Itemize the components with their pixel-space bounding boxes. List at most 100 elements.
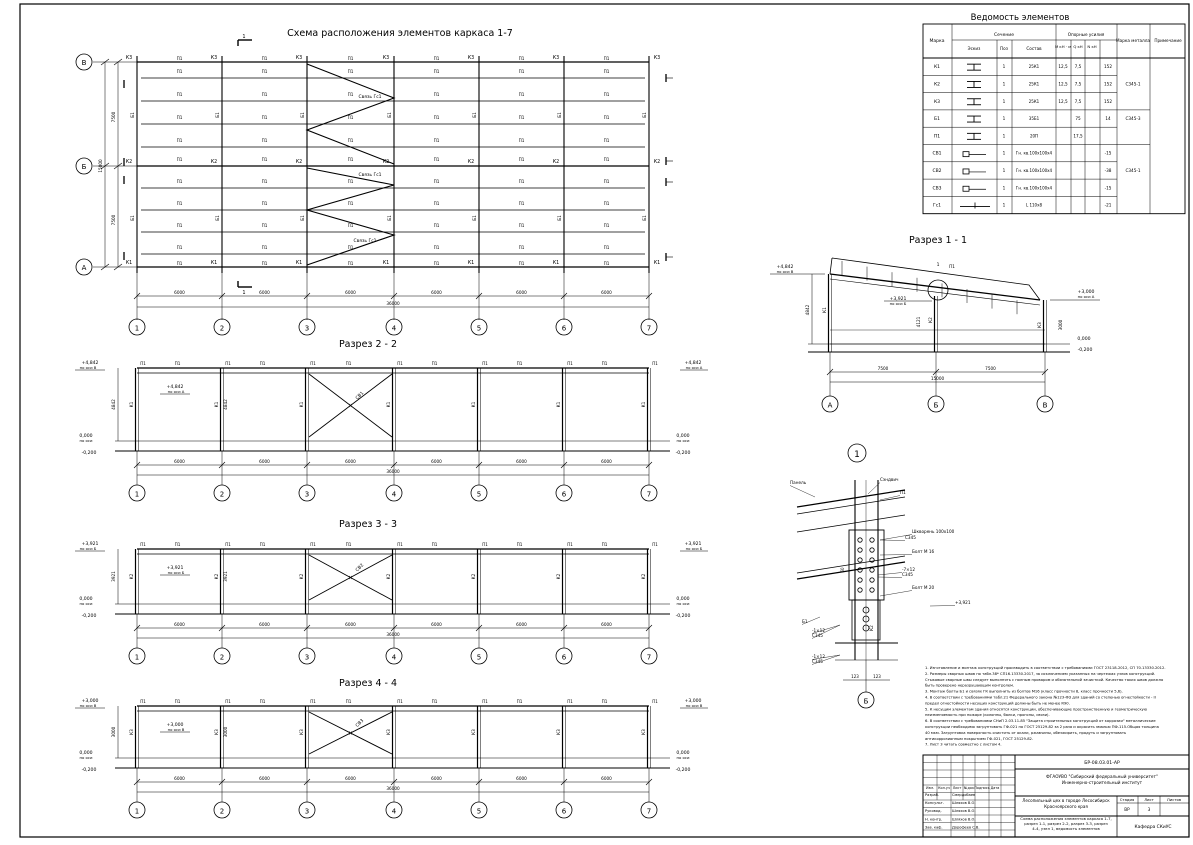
purlin-mark: П1 bbox=[140, 542, 146, 547]
axis-label: 3 bbox=[305, 808, 309, 816]
plan-purlin-mark: П1 bbox=[604, 261, 610, 266]
purlin-mark: П1 bbox=[397, 361, 403, 366]
plan-col-axis-bubble bbox=[213, 318, 231, 336]
stamp-sheet-title: Схема расположения элементов каркаса 1-7… bbox=[1020, 816, 1111, 821]
table-cell-mark: К3 bbox=[934, 99, 940, 105]
floor-elevation-left: -0,200 bbox=[82, 450, 97, 456]
axis-bubble bbox=[128, 647, 146, 665]
plan-column-mark: К3 bbox=[553, 55, 559, 61]
axis-label: 1 bbox=[135, 808, 139, 816]
table-header-forces: Опорные усилия bbox=[1068, 32, 1105, 37]
column-mark: К3 bbox=[641, 729, 646, 735]
column-mark: К1 bbox=[471, 401, 476, 407]
node-beam-top bbox=[796, 514, 906, 533]
table-cell-composition: 35Б1 bbox=[1029, 116, 1040, 121]
plan-row-axis-label: А bbox=[82, 264, 87, 272]
plan-column-mark: К3 bbox=[126, 55, 132, 61]
plan-purlin-mark: П1 bbox=[348, 245, 354, 250]
purlin-mark: П1 bbox=[140, 361, 146, 366]
plan-column-mark: К3 bbox=[383, 55, 389, 61]
span-dim: 6000 bbox=[601, 776, 612, 781]
axis-bubble bbox=[1036, 395, 1054, 413]
column-mark: К3 bbox=[129, 729, 134, 735]
section-3-3-title: Разрез 3 - 3 bbox=[339, 519, 397, 530]
stamp-col-header: Подпись bbox=[974, 786, 989, 790]
elevation-left-note: по оси В bbox=[777, 269, 794, 274]
elevation-right: +3,000 bbox=[684, 698, 701, 704]
node-bolt-large bbox=[862, 615, 870, 623]
table-cell-composition: 25К1 bbox=[1029, 99, 1040, 104]
plan-bracing-upper bbox=[305, 63, 396, 165]
brace-mark: СВ3 bbox=[354, 718, 365, 729]
elevation-mid-note: по оси В bbox=[168, 727, 185, 732]
table-cell-n: -15 bbox=[1105, 151, 1112, 156]
stamp-col-header: №док bbox=[964, 786, 974, 790]
stamp-code: БР-08.03.01-АР bbox=[1084, 760, 1120, 766]
node-dim: 123 bbox=[873, 674, 881, 679]
plan-beam-mark: Б1 bbox=[472, 215, 477, 221]
plan-total-dim: 36000 bbox=[386, 301, 400, 306]
node-callout-text: Шкворень 100х100 bbox=[912, 529, 955, 534]
plan-purlin-mark: П1 bbox=[177, 138, 183, 143]
node-leader bbox=[811, 654, 841, 665]
axis-bubble bbox=[128, 801, 146, 819]
purlin-mark: П1 bbox=[397, 699, 403, 704]
purlin-mark: П1 bbox=[175, 542, 181, 547]
plan-purlin-mark: П1 bbox=[604, 56, 610, 61]
purlin-mark: П1 bbox=[397, 542, 403, 547]
plan-column-mark: К2 bbox=[126, 159, 132, 165]
axis-bubble bbox=[640, 484, 658, 502]
axis-label: 7 bbox=[647, 654, 651, 662]
plan-purlin-mark: П1 bbox=[348, 179, 354, 184]
purlin-mark: П1 bbox=[346, 542, 352, 547]
axis-bubble bbox=[213, 484, 231, 502]
dim-tick bbox=[133, 292, 141, 300]
node-base-plate bbox=[851, 599, 881, 641]
total-dim: 36000 bbox=[386, 469, 400, 474]
axis-bubble bbox=[298, 647, 316, 665]
plan-col-axis-bubble bbox=[298, 318, 316, 336]
span-dim: 6000 bbox=[345, 622, 356, 627]
stamp-col-header: Лист bbox=[953, 786, 962, 790]
elevation-left: +4,842 bbox=[81, 360, 98, 366]
table-cell-composition: 25К1 bbox=[1029, 81, 1040, 86]
floor-elevation: -0,200 bbox=[1078, 347, 1093, 353]
purlin-mark: П1 bbox=[482, 542, 488, 547]
height-dim: 3921 bbox=[111, 571, 116, 582]
zero-elevation-right: 0,000 bbox=[676, 750, 689, 756]
plan-column-mark: К1 bbox=[126, 260, 132, 266]
table-cell-m: 12,5 bbox=[1058, 64, 1068, 69]
plan-row-axis-bubble bbox=[75, 258, 93, 276]
plan-purlin-mark: П1 bbox=[177, 56, 183, 61]
zero-elevation: 0,000 bbox=[1077, 336, 1090, 342]
plan-row-axis-label: Б bbox=[82, 163, 87, 171]
column-mark: К3 bbox=[386, 729, 391, 735]
plan-purlin-mark: П1 bbox=[604, 115, 610, 120]
sketch-tube bbox=[962, 185, 970, 192]
height-dim: 4842 bbox=[805, 304, 810, 315]
section-2-2-title: Разрез 2 - 2 bbox=[339, 339, 397, 350]
table-cell-metal: С345-1 bbox=[1125, 168, 1140, 173]
axis-bubble bbox=[640, 801, 658, 819]
dim-tick bbox=[218, 778, 226, 786]
dim-tick bbox=[303, 292, 311, 300]
dim-tick bbox=[218, 624, 226, 632]
plan-purlin-mark: П1 bbox=[604, 201, 610, 206]
stamp-name: Дорофеев С.В. bbox=[952, 825, 980, 829]
elevation-left-note: по оси В bbox=[80, 365, 97, 370]
plan-bracing-label: Связь Гс1 bbox=[353, 238, 376, 244]
stamp-name: Шляхов В.О. bbox=[952, 809, 975, 813]
node-1-callout bbox=[927, 279, 949, 301]
table-header-m: М кН · м bbox=[1055, 44, 1071, 49]
node-callout-label: 1 bbox=[937, 262, 940, 268]
span-dim: 6000 bbox=[431, 459, 442, 464]
axis-bubble bbox=[385, 484, 403, 502]
stamp-sheet: 3 bbox=[1148, 807, 1151, 812]
elevation-right: +3,921 bbox=[684, 541, 701, 547]
table-cell-n: 14 bbox=[1105, 116, 1111, 121]
height-dim: 3000 bbox=[111, 726, 116, 737]
table-cell-pos: 1 bbox=[1003, 133, 1006, 138]
